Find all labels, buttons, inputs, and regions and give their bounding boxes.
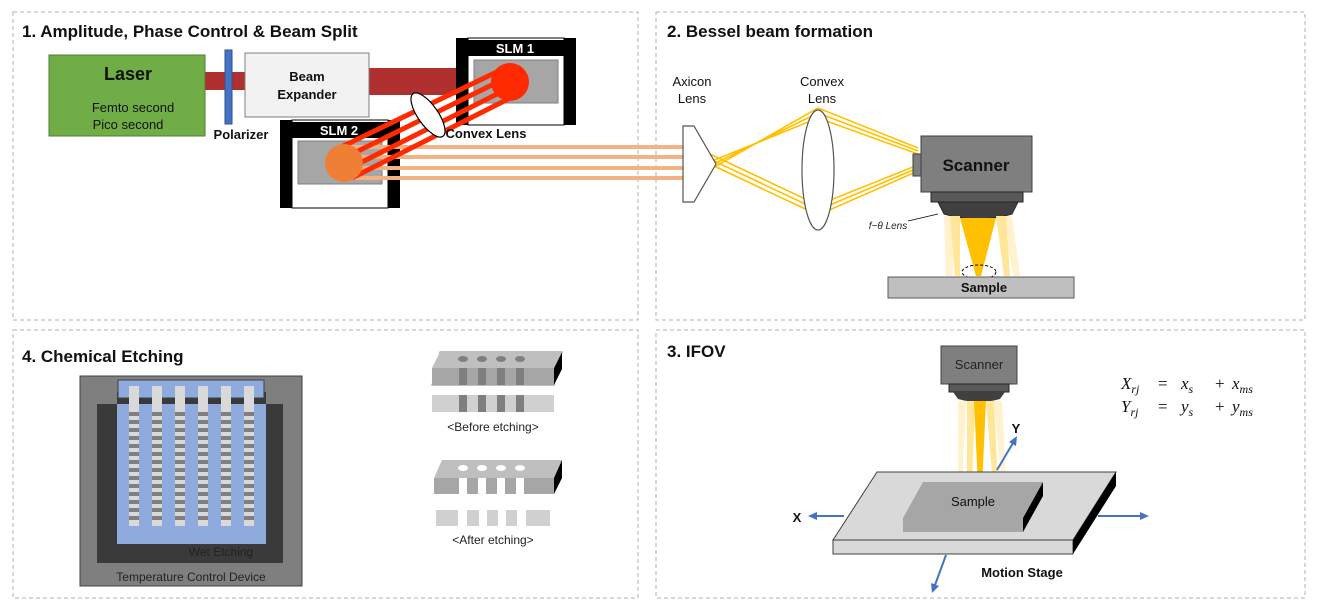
expander-line1: Beam	[289, 69, 324, 84]
polarizer	[224, 49, 233, 125]
after-etching-block	[434, 460, 562, 526]
before-etching-block	[431, 351, 563, 412]
axis-arrows	[808, 436, 1149, 593]
sample-strip	[152, 386, 162, 526]
axis-x-label: X	[793, 510, 802, 525]
sample-label-p2: Sample	[961, 280, 1007, 295]
axicon-label-2: Lens	[678, 91, 707, 106]
eq2-t1-sub: s	[1189, 405, 1194, 419]
ftheta-pointer	[907, 213, 939, 222]
ftheta-label: f−θ Lens	[869, 221, 908, 232]
scanner-label-p2: Scanner	[942, 156, 1009, 175]
eq2-lhs-sub: rj	[1130, 405, 1139, 419]
eq1-lhs: X	[1120, 374, 1132, 393]
svg-text:Yrj: Yrj	[1121, 397, 1139, 419]
eq1-plus: +	[1215, 374, 1225, 393]
panel-1-title: 1. Amplitude, Phase Control & Beam Split	[22, 22, 358, 41]
axicon-lens	[682, 125, 717, 203]
scanner-base	[930, 191, 1024, 203]
axis-y-label: Y	[1012, 421, 1021, 436]
panel-3-frame	[655, 329, 1306, 599]
before-etching-label: <Before etching>	[447, 420, 538, 434]
eq2-t2: y	[1230, 397, 1240, 416]
after-etching-label: <After etching>	[452, 533, 533, 547]
svg-text:Xrj: Xrj	[1120, 374, 1140, 396]
laser-line2: Pico second	[93, 117, 164, 132]
sample-side-p3	[1023, 482, 1043, 532]
panel-3-title: 3. IFOV	[667, 342, 726, 361]
slm1-label: SLM 1	[496, 41, 534, 56]
panel-2-title: 2. Bessel beam formation	[667, 22, 873, 41]
svg-text:ys: ys	[1179, 397, 1194, 419]
temp-control-label: Temperature Control Device	[116, 570, 266, 584]
eq2-t2-sub: ms	[1240, 405, 1254, 419]
eq2-plus: +	[1215, 397, 1225, 416]
sample-strip	[221, 386, 231, 526]
laser-label: Laser	[104, 64, 152, 84]
sample-strip	[129, 386, 139, 526]
scanner-base-p3	[948, 383, 1010, 393]
slm2-label: SLM 2	[320, 123, 358, 138]
eq2-equals: =	[1158, 397, 1168, 416]
slm1-header	[462, 40, 568, 56]
beam-expander	[244, 52, 370, 118]
scanner-label-p3: Scanner	[955, 357, 1004, 372]
sample-strip	[175, 386, 185, 526]
ftheta-lens-p3	[953, 392, 1005, 402]
convex-lens-1	[410, 92, 446, 138]
convex-lens-label: Convex Lens	[446, 126, 527, 141]
convex-label-2: Lens	[808, 91, 837, 106]
sample-top-p3	[903, 482, 1043, 518]
laser-box	[48, 54, 206, 137]
panel-4-frame	[12, 329, 639, 599]
scanner-body-p3	[940, 345, 1018, 385]
scanner-body	[920, 135, 1033, 193]
axicon-label-1: Axicon	[672, 74, 711, 89]
focused-beam	[944, 216, 1020, 276]
equation-y: Yrj = ys + yms	[1121, 397, 1253, 419]
svg-text:xs: xs	[1180, 374, 1194, 396]
sample-strip	[244, 386, 254, 526]
focus-spot	[961, 264, 997, 280]
eq1-t2: x	[1231, 374, 1240, 393]
eq1-equals: =	[1158, 374, 1168, 393]
motion-stage-label: Motion Stage	[981, 565, 1063, 580]
svg-text:yms: yms	[1230, 397, 1253, 419]
slm2-spot	[325, 144, 363, 182]
sample-label-p3: Sample	[951, 494, 995, 509]
sample-strip	[198, 386, 208, 526]
eq1-t1: x	[1180, 374, 1189, 393]
expander-line2: Expander	[277, 87, 336, 102]
eq1-lhs-sub: rj	[1131, 382, 1140, 396]
wet-etching-label: Wet Etching	[189, 545, 253, 559]
slm1-spot	[491, 63, 529, 101]
panel-4-title: 4. Chemical Etching	[22, 347, 184, 366]
sample-holder	[117, 379, 265, 399]
focused-beam-p3	[958, 401, 1006, 486]
convex-lens-2	[801, 109, 835, 231]
convex-label-1: Convex	[800, 74, 845, 89]
motion-stage-front	[832, 539, 1074, 555]
sample-strips	[129, 386, 254, 526]
sample-slab-p2	[887, 276, 1075, 299]
eq1-t2-sub: ms	[1240, 382, 1254, 396]
eq1-t1-sub: s	[1189, 382, 1194, 396]
eq2-t1: y	[1179, 397, 1189, 416]
equation-x: Xrj = xs + xms	[1120, 374, 1253, 396]
laser-line1: Femto second	[92, 100, 174, 115]
sample-front-p3	[903, 518, 1023, 532]
polarizer-label: Polarizer	[214, 127, 269, 142]
svg-text:xms: xms	[1231, 374, 1253, 396]
split-beams	[345, 145, 685, 180]
motion-stage-side	[1073, 472, 1116, 554]
eq2-lhs: Y	[1121, 397, 1132, 416]
etching-liquid	[117, 404, 266, 544]
